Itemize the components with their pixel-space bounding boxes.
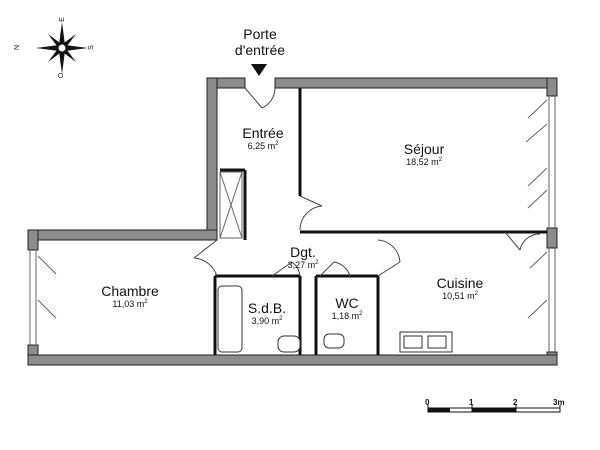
room-name: WC: [335, 295, 359, 311]
room-area: 6,25 m2: [247, 141, 279, 152]
compass-rose: [36, 22, 88, 74]
entrance-label-line1: Porte: [243, 26, 277, 42]
scale-tick-label: 3m: [553, 398, 565, 407]
room-area: 10,51 m2: [442, 291, 478, 302]
room-name: S.d.B.: [247, 300, 287, 316]
room-name: Séjour: [403, 141, 445, 157]
scale-tick-label: 1: [469, 398, 474, 407]
room-label-entree: Entrée 6,25 m2: [228, 125, 298, 152]
entrance-label: Porte d'entrée: [215, 26, 305, 58]
room-area: 1,18 m2: [331, 311, 363, 322]
room-label-chambre: Chambre 11,03 m2: [88, 283, 172, 310]
room-name: Entrée: [242, 125, 284, 141]
exterior-walls: [27, 77, 558, 366]
compass-west-label: O: [58, 72, 66, 79]
scale-tick-label: 2: [513, 398, 518, 407]
room-name: Dgt.: [290, 244, 316, 260]
room-area: 3,27 m2: [287, 260, 319, 271]
room-area: 11,03 m2: [112, 299, 148, 310]
room-area: 18,52 m2: [406, 157, 442, 168]
entrance-arrow: [251, 64, 267, 76]
room-name: Cuisine: [436, 275, 484, 291]
room-label-wc: WC 1,18 m2: [316, 295, 378, 322]
room-label-sejour: Séjour 18,52 m2: [384, 141, 464, 168]
door-swings: [193, 87, 541, 277]
bathtub: [217, 285, 243, 353]
room-label-sdb: S.d.B. 3,90 m2: [236, 300, 298, 327]
toilet: [323, 333, 345, 349]
scale-tick-label: 0: [425, 398, 430, 407]
scale-bar: [427, 405, 561, 413]
room-name: Chambre: [101, 283, 159, 299]
fixtures: [217, 285, 453, 353]
windows: [29, 96, 556, 352]
room-area: 3,90 m2: [251, 316, 283, 327]
room-label-cuisine: Cuisine 10,51 m2: [420, 275, 500, 302]
compass-east-label: E: [58, 17, 66, 22]
compass-south-label: S: [87, 45, 95, 50]
washbasin: [277, 335, 301, 353]
compass-north-label: N: [14, 44, 22, 51]
entrance-label-line2: d'entrée: [234, 42, 286, 58]
closet: [219, 171, 243, 239]
room-label-dgt: Dgt. 3,27 m2: [270, 244, 336, 271]
